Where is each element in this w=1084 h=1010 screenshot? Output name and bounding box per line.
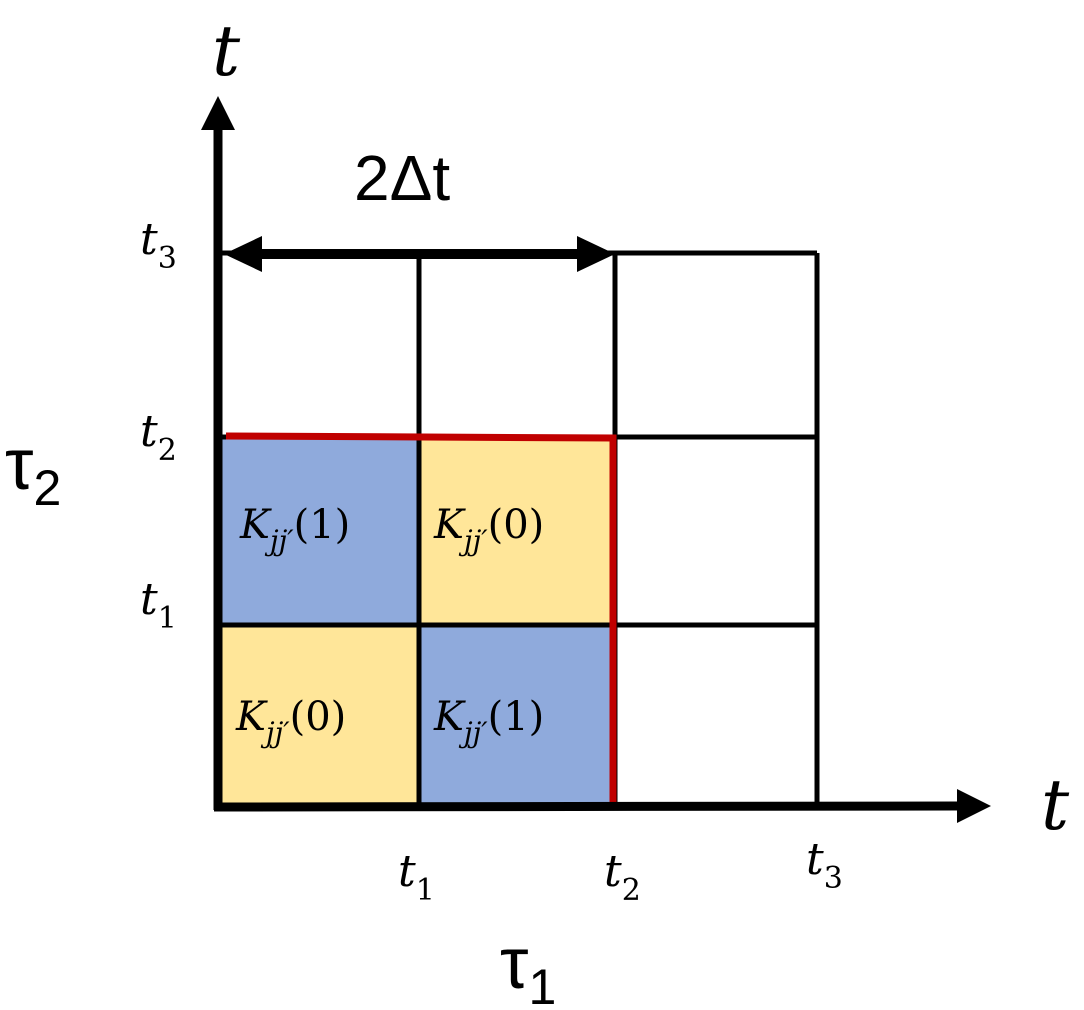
cell-label-middle-middle: Kjj′(0) [433, 502, 544, 557]
cell-bottom-left [220, 625, 419, 805]
cell-middle-left [220, 437, 419, 625]
tau1-label: τ1 [500, 924, 556, 1010]
vertical-axis-label: t [212, 10, 241, 92]
x-tick-t3: t3 [806, 834, 843, 896]
red-boundary [225, 432, 617, 805]
x-tick-t1: t1 [398, 846, 435, 908]
span-arrow [224, 236, 615, 272]
vertical-axis-arrowhead [201, 96, 235, 130]
y-tick-t2: t2 [140, 406, 177, 468]
cell-label-bottom-left: Kjj′(0) [235, 694, 346, 749]
cell-label-bottom-middle: Kjj′(1) [433, 694, 544, 749]
cell-label-middle-left: Kjj′(1) [239, 502, 350, 557]
cell-bottom-middle [419, 625, 613, 805]
horizontal-axis-label: t [1041, 764, 1070, 846]
tau2-label: τ2 [5, 425, 61, 516]
axes [201, 96, 991, 823]
y-tick-t3: t3 [140, 214, 177, 276]
x-tick-t2: t2 [604, 846, 641, 908]
cell-middle-middle [419, 437, 613, 625]
span-label: 2Δt [354, 142, 450, 214]
y-tick-t1: t1 [140, 574, 177, 636]
horizontal-axis-arrowhead [957, 789, 991, 823]
